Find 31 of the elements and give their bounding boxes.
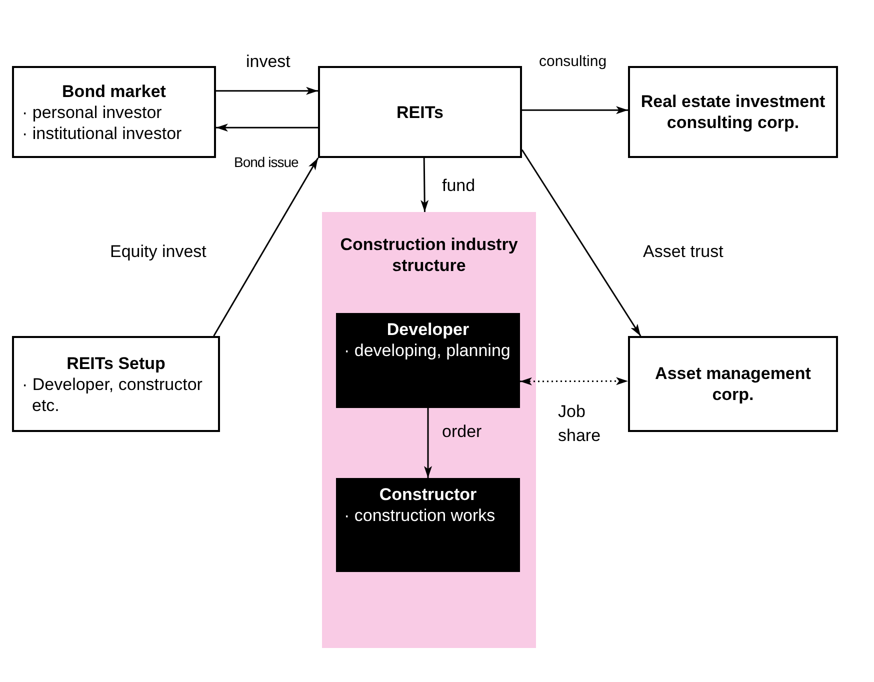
arrow [521, 149, 642, 336]
process-box [336, 313, 520, 408]
process-box [628, 66, 838, 158]
arrow [216, 124, 318, 132]
process-box [318, 66, 522, 158]
bullet-item: · construction works [344, 505, 496, 526]
arrow [420, 158, 429, 212]
process-box [336, 478, 520, 572]
arrow [216, 86, 318, 95]
process-box [12, 336, 220, 432]
process-box [628, 336, 838, 432]
node-title: Construction industry structure [339, 234, 519, 276]
bullet-item: · personal investor [22, 102, 163, 122]
bullet-item: · developing, planning [344, 340, 512, 361]
group-band [322, 212, 536, 648]
node-title: Asset management corp. [654, 363, 812, 405]
node-title: REITs [396, 102, 444, 122]
arrow [213, 158, 319, 336]
node-title: Developer [386, 319, 470, 340]
arrow [520, 377, 628, 386]
arrow [522, 106, 628, 114]
bullet-item: · institutional investor [22, 122, 183, 144]
node-title: Constructor [378, 484, 478, 505]
arrow [424, 408, 432, 478]
edge-label: consulting [537, 52, 609, 72]
node-title: REITs Setup [66, 352, 166, 374]
bullet-item: · Developer, constructor etc. [22, 374, 204, 416]
node-title: Bond market [61, 80, 167, 102]
process-box [12, 66, 216, 158]
node-title: Real estate investment consulting corp. [640, 91, 826, 133]
edge-label: Equity invest [108, 242, 208, 262]
